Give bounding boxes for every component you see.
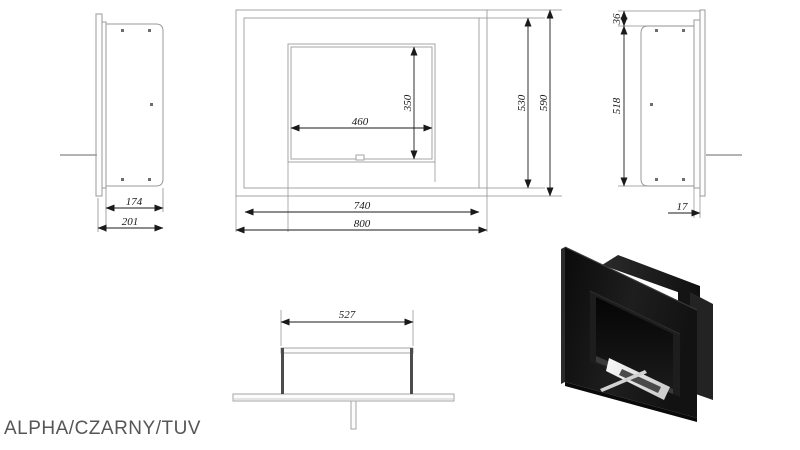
dimension-174-label: 174: [126, 196, 143, 208]
dimension-530: 530: [516, 17, 532, 189]
dimension-800: 800: [235, 218, 488, 234]
product-3d-render: [561, 246, 713, 422]
dimension-36: 36: [611, 10, 628, 27]
right-side-view: [640, 9, 742, 197]
dimension-201-label: 201: [122, 216, 139, 228]
drawing-caption: ALPHA/CZARNY/TUV: [4, 418, 201, 439]
dimension-17: 17: [668, 201, 701, 217]
left-side-view: [60, 13, 164, 197]
dimension-460-label: 460: [352, 116, 369, 128]
dimension-460: 460: [290, 116, 433, 132]
dimension-800-label: 800: [354, 218, 371, 230]
dimension-740-label: 740: [354, 200, 371, 212]
dimension-350: 350: [402, 46, 418, 160]
dimension-36-label: 36: [611, 13, 623, 26]
dimension-201: 201: [97, 216, 164, 232]
section-view-extension-lines: [280, 310, 414, 346]
dimension-17-label: 17: [677, 201, 689, 213]
dimension-518: 518: [611, 25, 628, 187]
dimension-590: 590: [538, 9, 554, 197]
right-side-view-extension-lines: [618, 10, 701, 218]
left-side-view-fasteners: [121, 29, 153, 181]
section-view: [232, 347, 455, 430]
front-view: [235, 9, 488, 197]
dimension-518-label: 518: [611, 97, 623, 114]
dimension-590-label: 590: [538, 94, 550, 111]
dimension-740: 740: [244, 200, 480, 216]
dimension-527: 527: [280, 309, 414, 326]
dimension-527-label: 527: [339, 309, 356, 321]
right-side-view-fasteners: [650, 29, 685, 181]
dimension-174: 174: [105, 196, 164, 212]
dimension-350-label: 350: [402, 94, 414, 112]
dimension-530-label: 530: [516, 94, 528, 111]
